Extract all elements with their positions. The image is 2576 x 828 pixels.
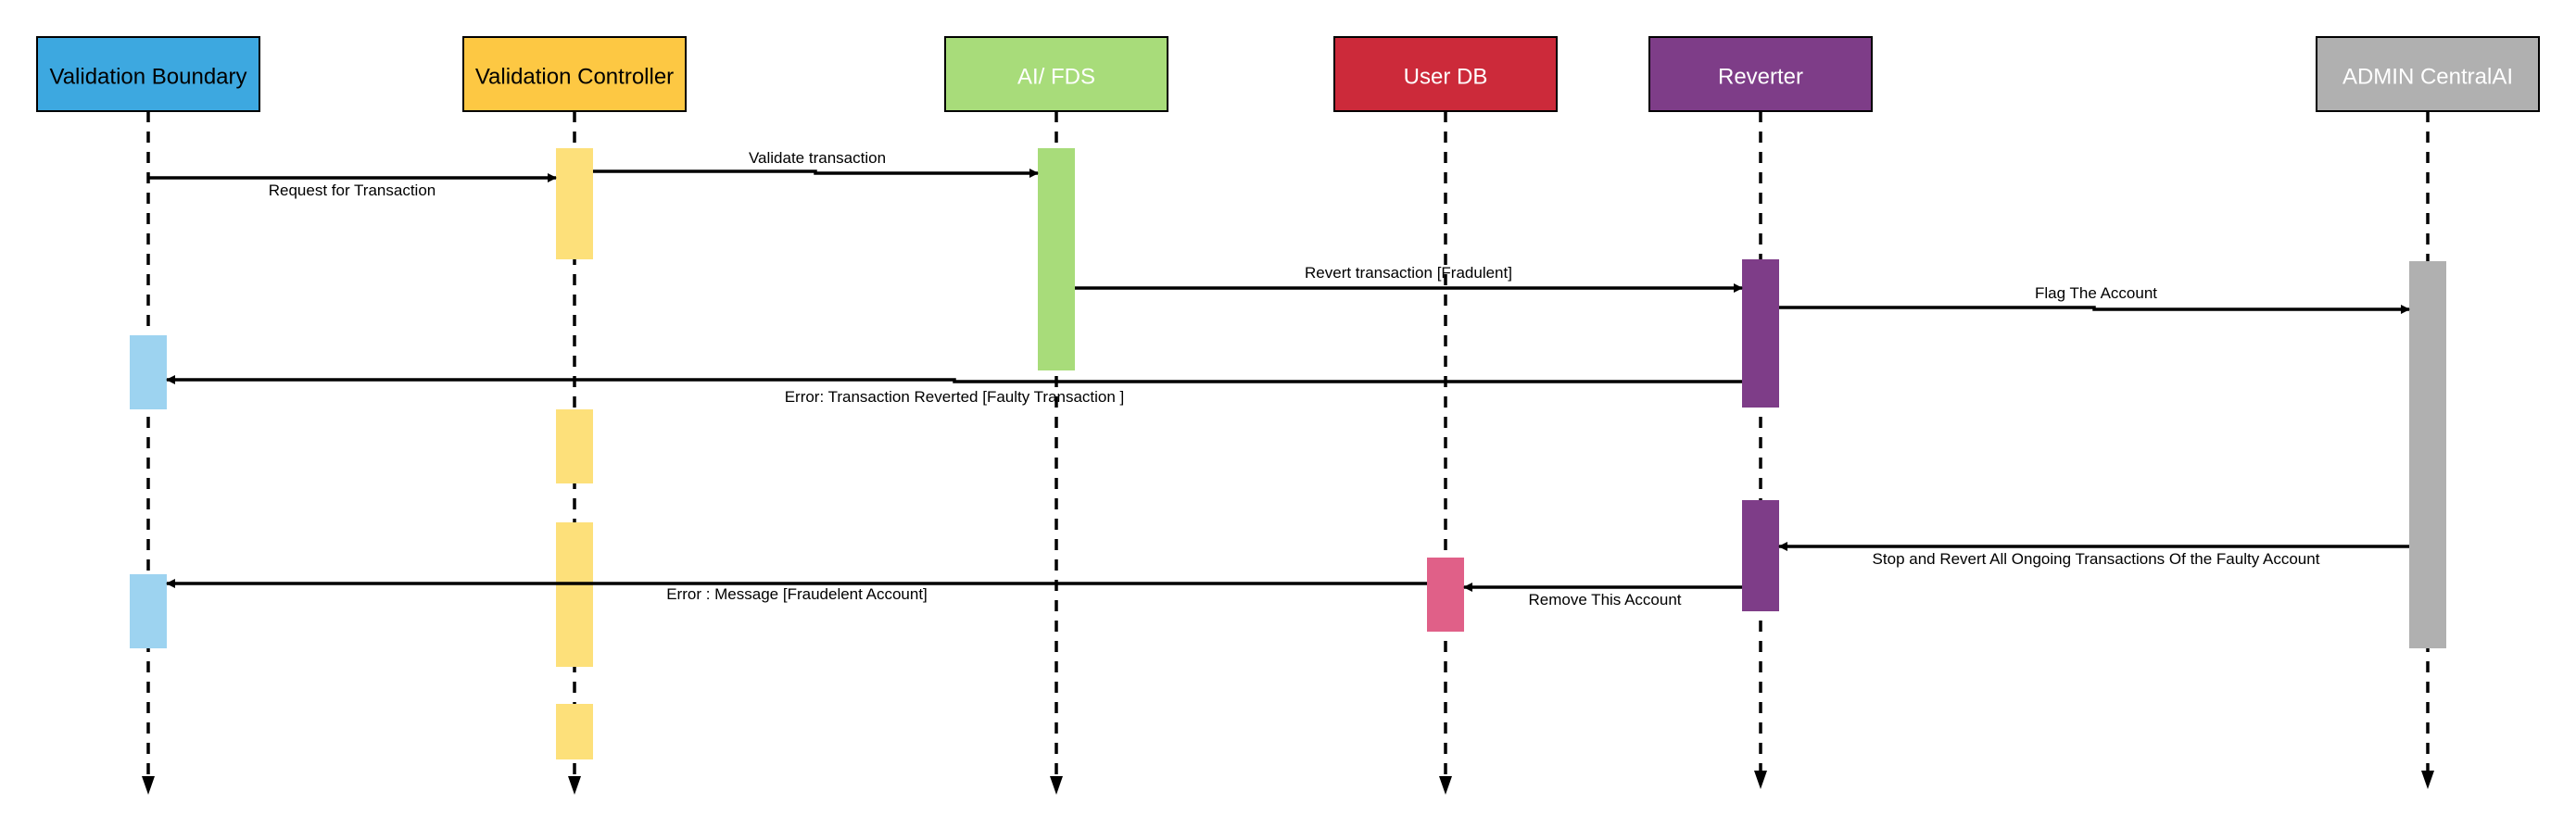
message-label: Error : Message [Fraudelent Account] <box>666 585 928 603</box>
message-error-transaction-reverted[interactable]: Error: Transaction Reverted [Faulty Tran… <box>166 375 1742 406</box>
message-flag-the-account[interactable]: Flag The Account <box>1779 284 2410 314</box>
actor-box <box>462 36 687 112</box>
message-label: Remove This Account <box>1528 591 1681 608</box>
message-request-for-transaction[interactable]: Request for Transaction <box>148 173 557 199</box>
actor-reverter[interactable]: Reverter <box>1648 36 1873 112</box>
message-error-fraudulent-account[interactable]: Error : Message [Fraudelent Account] <box>166 579 1427 603</box>
message-label: Stop and Revert All Ongoing Transactions… <box>1873 550 2320 568</box>
message-arrow <box>166 375 1742 384</box>
messages: Request for Transaction Validate transac… <box>148 149 2410 608</box>
activation-bar-validation-boundary <box>130 574 167 648</box>
message-stop-and-revert[interactable]: Stop and Revert All Ongoing Transactions… <box>1778 542 2409 568</box>
activation-bar-reverter <box>1742 500 1779 611</box>
actor-label: Reverter <box>1718 64 1803 89</box>
actor-label: Validation Controller <box>475 64 674 89</box>
activation-bar-ai-fds <box>1038 148 1075 370</box>
actor-headers: Validation Boundary Validation Controlle… <box>36 36 2540 112</box>
actor-label: AI/ FDS <box>1017 64 1095 89</box>
lifeline-end-arrow <box>1439 776 1452 795</box>
message-revert-transaction[interactable]: Revert transaction [Fradulent] <box>1075 264 1743 293</box>
actor-user-db[interactable]: User DB <box>1333 36 1558 112</box>
lifeline-end-arrow <box>1754 771 1767 789</box>
actor-box <box>36 36 260 112</box>
actor-validation-controller[interactable]: Validation Controller <box>462 36 687 112</box>
activation-bar-user-db <box>1427 558 1464 632</box>
activation-bar-validation-controller <box>556 148 593 259</box>
actor-box <box>1333 36 1558 112</box>
message-label: Revert transaction [Fradulent] <box>1305 264 1512 282</box>
activation-bar-admin-centralai <box>2409 261 2446 648</box>
actor-label: Validation Boundary <box>49 64 246 89</box>
message-remove-this-account[interactable]: Remove This Account <box>1463 583 1742 608</box>
activation-bar-validation-boundary <box>130 335 167 409</box>
message-arrow <box>1779 305 2410 314</box>
lifeline-end-arrow <box>2421 771 2434 789</box>
lifeline-ends <box>142 771 2434 795</box>
activation-bar-validation-controller <box>556 522 593 667</box>
message-label: Request for Transaction <box>269 182 436 199</box>
actor-label: ADMIN CentralAI <box>2342 64 2513 89</box>
message-arrow <box>593 169 1039 178</box>
message-label: Flag The Account <box>2035 284 2157 302</box>
actor-box <box>2316 36 2540 112</box>
actor-box <box>944 36 1168 112</box>
activation-bars <box>130 148 2446 759</box>
actor-box <box>1648 36 1873 112</box>
lifeline-end-arrow <box>568 776 581 795</box>
actor-ai-fds[interactable]: AI/ FDS <box>944 36 1168 112</box>
message-label: Error: Transaction Reverted [Faulty Tran… <box>785 388 1125 406</box>
activation-bar-validation-controller <box>556 409 593 483</box>
activation-bar-reverter <box>1742 259 1779 408</box>
lifeline-end-arrow <box>1050 776 1063 795</box>
actor-admin-centralai[interactable]: ADMIN CentralAI <box>2316 36 2540 112</box>
message-label: Validate transaction <box>749 149 886 167</box>
actor-validation-boundary[interactable]: Validation Boundary <box>36 36 260 112</box>
lifelines <box>146 111 2430 787</box>
message-validate-transaction[interactable]: Validate transaction <box>593 149 1039 178</box>
actor-label: User DB <box>1404 64 1488 89</box>
activation-bar-validation-controller <box>556 704 593 759</box>
lifeline-end-arrow <box>142 776 155 795</box>
